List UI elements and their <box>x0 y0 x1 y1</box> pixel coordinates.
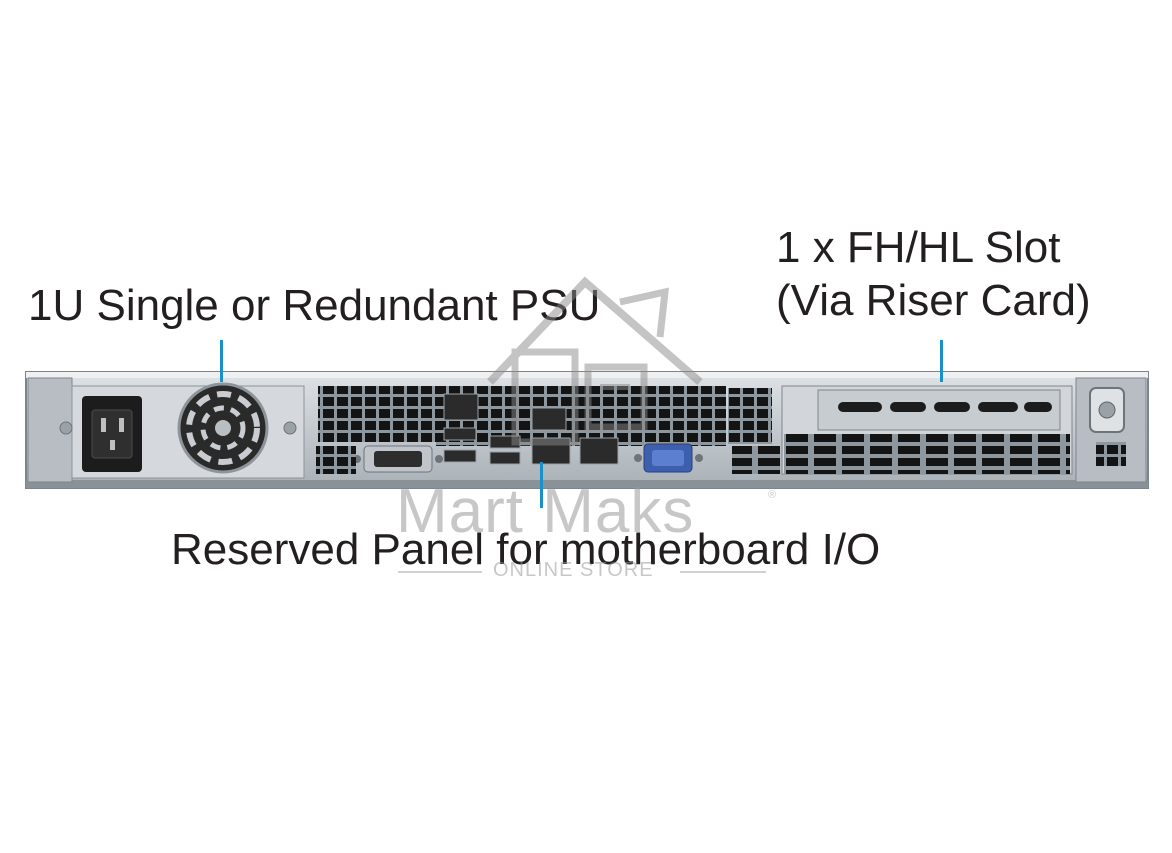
chassis-bottom-edge <box>26 480 1148 488</box>
psu-screw-right <box>283 421 297 435</box>
expansion-vent <box>784 434 1070 474</box>
watermark-line-left <box>398 571 482 573</box>
usb-port-1 <box>443 427 477 441</box>
usb-port-2 <box>443 449 477 463</box>
slot-label-line2: (Via Riser Card) <box>776 275 1091 325</box>
watermark-subtitle: ONLINE STORE <box>493 559 654 581</box>
lan-port-3 <box>579 437 619 465</box>
usb-port-5 <box>531 407 567 431</box>
psu-leader-line <box>220 340 223 382</box>
left-slot-vent <box>732 446 780 474</box>
watermark-registered: ® <box>768 489 777 501</box>
io-panel-label: Reserved Panel for motherboard I/O <box>171 525 881 574</box>
io-vent-lower <box>316 446 356 474</box>
lan-port-1 <box>443 393 479 421</box>
io-vent-right <box>728 388 772 444</box>
io-vent-mid <box>436 386 726 446</box>
watermark-house-icon <box>487 276 703 446</box>
io-leader-line <box>540 462 543 508</box>
watermark-brand: Mart Maks <box>396 477 695 546</box>
slot-leader-line <box>940 340 943 382</box>
psu-label: 1U Single or Redundant PSU <box>28 281 601 330</box>
usb-port-4 <box>489 451 521 465</box>
power-inlet-socket <box>91 409 133 459</box>
io-vent-left <box>318 386 436 442</box>
psu-screw-left <box>59 421 73 435</box>
watermark-line-right <box>680 571 766 573</box>
slot-label-line1: 1 x FH/HL Slot <box>776 223 1061 272</box>
slot-label: 1 x FH/HL Slot (Via Riser Card) <box>776 222 1091 328</box>
